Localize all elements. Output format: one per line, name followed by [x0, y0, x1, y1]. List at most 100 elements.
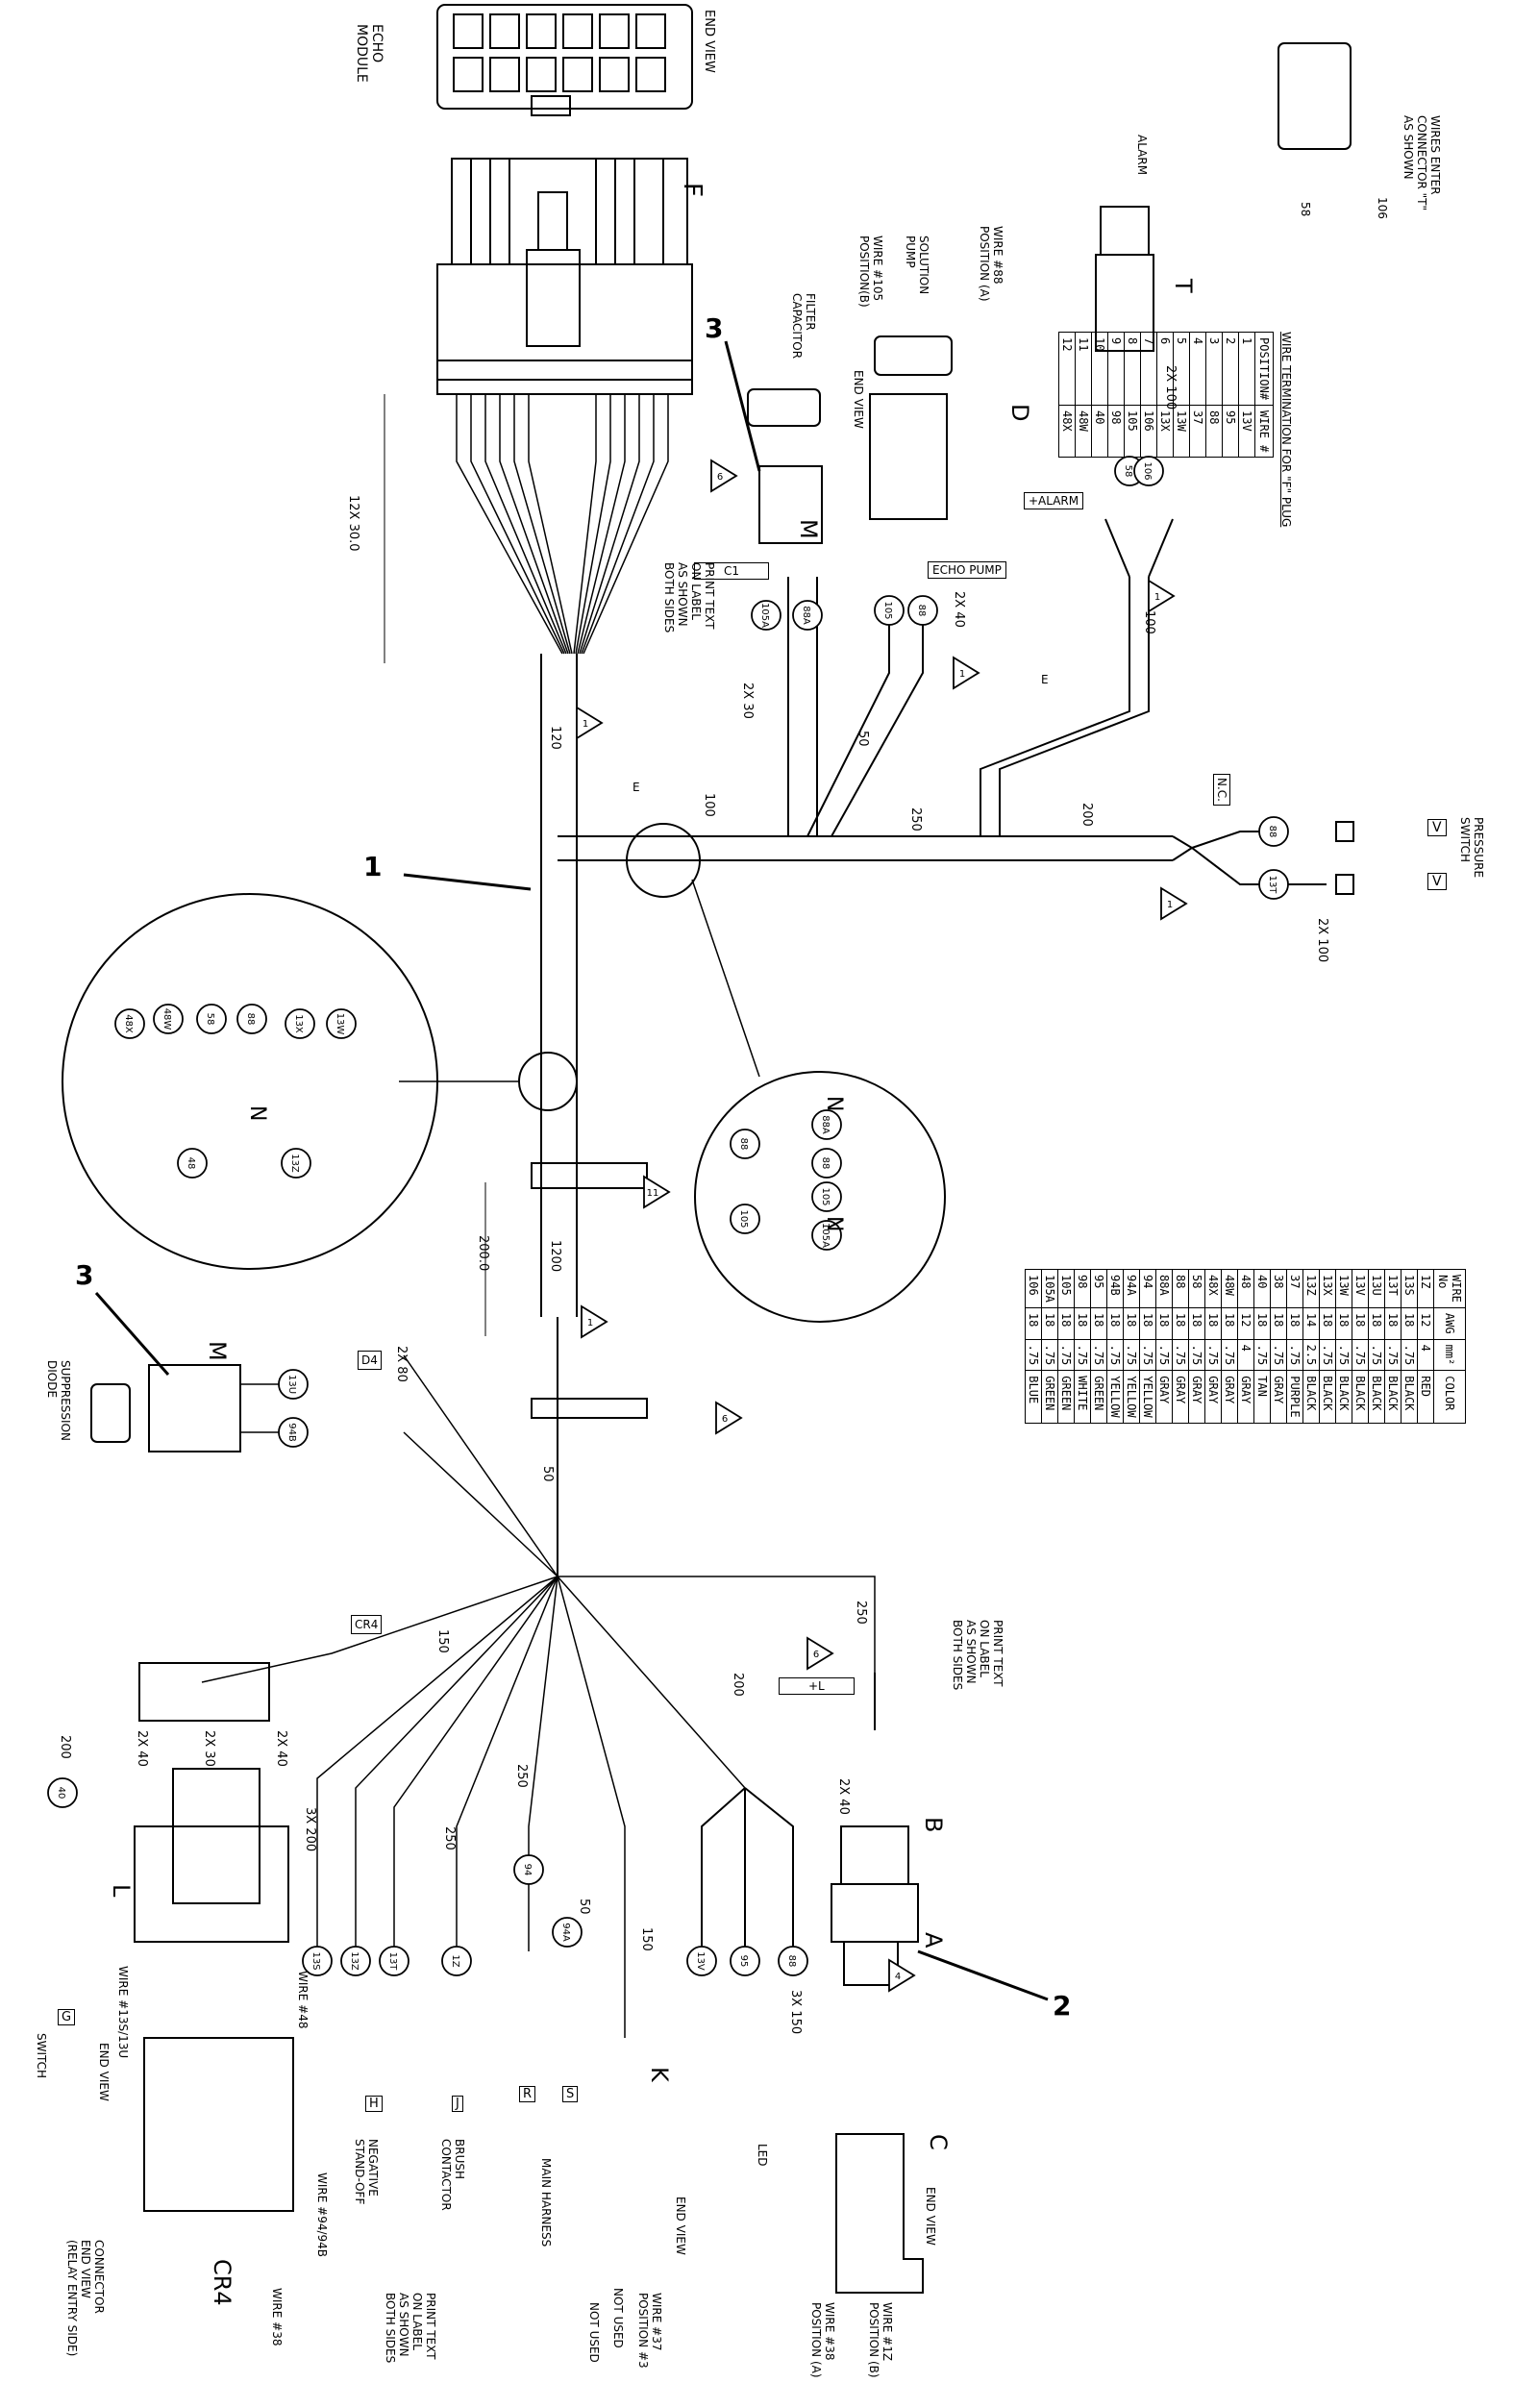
label-not-used-2: NOT USED [611, 2288, 625, 2348]
table-cell: 105A [1041, 1269, 1058, 1308]
table-cell: GRAY [1172, 1370, 1189, 1424]
label-106-corner: 106 [1376, 197, 1389, 219]
table-cell: YELLOW [1139, 1370, 1156, 1424]
label-l: L [108, 1884, 135, 1898]
svg-text:13S: 13S [310, 1951, 321, 1970]
wire-number-bubble: 94B [278, 1417, 309, 1448]
dim-100a: 100 [702, 793, 716, 817]
table-cell: 18 [1041, 1307, 1058, 1340]
table-cell: 106 [1025, 1269, 1042, 1308]
svg-text:48X: 48X [123, 1014, 134, 1033]
table-cell: 8 [1124, 332, 1141, 406]
table-cell: 106 [1140, 405, 1157, 458]
note-triangle: 1 [1160, 886, 1188, 921]
dim-2x30b: 2X 30 [202, 1730, 216, 1767]
table-cell: .75 [1172, 1339, 1189, 1371]
table-cell: 13V [1238, 405, 1255, 458]
table-cell: .75 [1253, 1339, 1271, 1371]
table-cell: .75 [1041, 1339, 1058, 1371]
svg-text:48W: 48W [161, 1008, 172, 1030]
svg-text:6: 6 [813, 1650, 819, 1660]
table-cell: .75 [1270, 1339, 1287, 1371]
table-cell: 88A [1155, 1269, 1173, 1308]
label-h: H [365, 2096, 383, 2112]
label-d4: D4 [358, 1351, 382, 1370]
table-cell: BLACK [1384, 1370, 1402, 1424]
table-cell: 37 [1286, 1269, 1303, 1308]
wire-number-bubble: 95 [730, 1946, 760, 1976]
table-cell: .75 [1286, 1339, 1303, 1371]
table-cell: 18 [1090, 1307, 1107, 1340]
label-n-right-2: N [822, 1216, 846, 1232]
table-cell: GRAY [1237, 1370, 1254, 1424]
svg-text:88A: 88A [801, 606, 811, 625]
table-cell: 4 [1237, 1339, 1254, 1371]
svg-text:94: 94 [522, 1864, 533, 1876]
dim-3x200: 3X 200 [303, 1807, 317, 1852]
table-cell: PURPLE [1286, 1370, 1303, 1424]
table-cell: GRAY [1155, 1370, 1173, 1424]
label-print-text-bottom: PRINT TEXT ON LABEL AS SHOWN BOTH SIDES [384, 2293, 437, 2364]
wire-number-bubble: 88 [811, 1148, 842, 1179]
table-cell: 18 [1401, 1307, 1418, 1340]
svg-text:94B: 94B [286, 1423, 297, 1442]
table-cell: .75 [1352, 1339, 1369, 1371]
end-view-label-top: END VIEW [702, 10, 716, 73]
wire-number-bubble: 105 [730, 1204, 760, 1234]
f-plug [436, 158, 693, 395]
table-cell: 18 [1172, 1307, 1189, 1340]
table-cell: 18 [1368, 1307, 1385, 1340]
table-cell: 12 [1417, 1307, 1434, 1340]
dim-250d: 250 [514, 1764, 529, 1788]
echo-module-label: ECHO MODULE [354, 24, 384, 83]
table-cell: .75 [1106, 1339, 1124, 1371]
label-a: A [920, 1932, 947, 1949]
table-cell: RED [1417, 1370, 1434, 1424]
table-cell: 48W [1221, 1269, 1238, 1308]
label-v1: V [1427, 819, 1447, 836]
f-plug-table-title: WIRE TERMINATION FOR "F" PLUG [1279, 332, 1293, 528]
label-b: B [920, 1817, 947, 1833]
table-cell: .75 [1090, 1339, 1107, 1371]
table-cell: 18 [1074, 1307, 1091, 1340]
label-pressure-switch: PRESSURE SWITCH [1458, 817, 1485, 879]
wire-number-bubble: 88 [907, 595, 938, 626]
callout-arrow [94, 1292, 170, 1376]
plug-f-letter: F [678, 183, 707, 197]
callout-1: 1 [363, 851, 383, 882]
note-triangle: 4 [888, 1958, 916, 1993]
table-cell: GRAY [1270, 1370, 1287, 1424]
label-g: G [58, 2009, 76, 2025]
svg-text:88: 88 [738, 1138, 749, 1151]
table-header-cell: WIRE No [1433, 1269, 1466, 1308]
note-triangle: 1 [953, 656, 980, 690]
label-nc: N.C. [1213, 774, 1230, 806]
wire-number-bubble: 13W [326, 1008, 357, 1039]
wire-number-bubble: 13Z [281, 1148, 311, 1179]
label-switch: SWITCH [35, 2033, 48, 2079]
wire-number-bubble: 40 [47, 1777, 78, 1808]
table-cell: 18 [1155, 1307, 1173, 1340]
label-connector-end-view: CONNECTOR END VIEW (RELAY ENTRY SIDE) [65, 2240, 106, 2357]
table-cell: 18 [1319, 1307, 1336, 1340]
svg-text:13U: 13U [286, 1375, 297, 1394]
table-cell: 13V [1352, 1269, 1369, 1308]
svg-text:6: 6 [717, 472, 723, 483]
table-cell: 88 [1172, 1269, 1189, 1308]
table-cell: 2.5 [1302, 1339, 1320, 1371]
label-suppression-diode: SUPPRESSION DIODE [45, 1360, 72, 1441]
table-cell: 98 [1074, 1269, 1091, 1308]
